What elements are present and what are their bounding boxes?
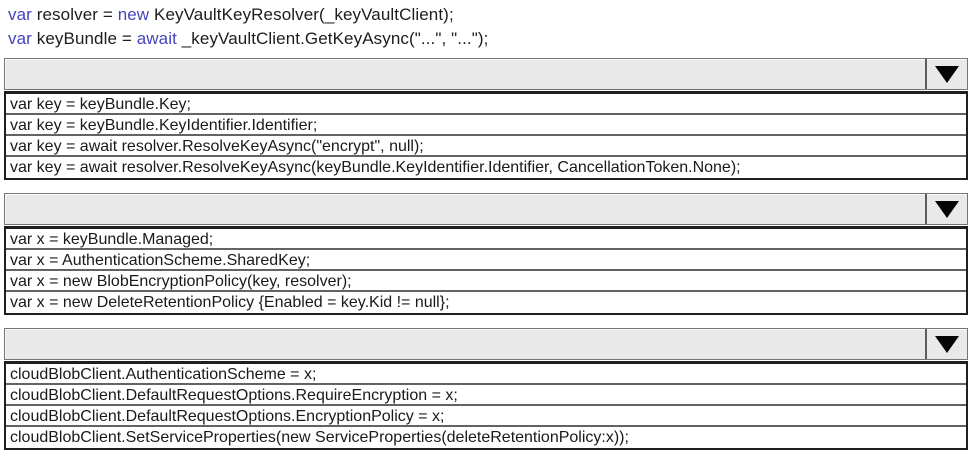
- option-row[interactable]: cloudBlobClient.AuthenticationScheme = x…: [6, 364, 966, 385]
- option-row[interactable]: cloudBlobClient.DefaultRequestOptions.En…: [6, 406, 966, 427]
- option-row[interactable]: var x = new DeleteRetentionPolicy {Enabl…: [10, 294, 450, 311]
- code-snippet: var resolver = new KeyVaultKeyResolver(_…: [0, 3, 973, 51]
- dropdown-arrow-button[interactable]: [925, 59, 967, 89]
- code-text: keyBundle =: [31, 29, 137, 48]
- code-line-2: var keyBundle = await _keyVaultClient.Ge…: [8, 27, 973, 51]
- option-row[interactable]: var x = keyBundle.Managed;: [6, 229, 966, 250]
- dropdown-selected-value: [5, 194, 925, 224]
- section-client-configuration: cloudBlobClient.AuthenticationScheme = x…: [4, 328, 968, 450]
- option-row[interactable]: var x = new BlobEncryptionPolicy(key, re…: [6, 271, 966, 292]
- dropdown-arrow-icon: [935, 65, 959, 83]
- option-row[interactable]: var key = keyBundle.KeyIdentifier.Identi…: [6, 115, 966, 136]
- keyword-new: new: [117, 5, 150, 24]
- section-key-assignment: var key = keyBundle.Key; var key = keyBu…: [4, 58, 968, 180]
- options-list-client-configuration: cloudBlobClient.AuthenticationScheme = x…: [4, 361, 968, 450]
- option-row[interactable]: cloudBlobClient.DefaultRequestOptions.Re…: [6, 385, 966, 406]
- options-list-key-assignment: var key = keyBundle.Key; var key = keyBu…: [4, 91, 968, 180]
- dropdown-arrow-icon: [935, 200, 959, 218]
- keyword-var: var: [8, 5, 32, 24]
- dropdown-arrow-icon: [935, 335, 959, 353]
- options-list-x-assignment: var x = keyBundle.Managed; var x = Authe…: [4, 226, 968, 315]
- option-row[interactable]: var x = AuthenticationScheme.SharedKey;: [6, 250, 966, 271]
- option-row[interactable]: var key = await resolver.ResolveKeyAsync…: [10, 159, 741, 176]
- question-page: var resolver = new KeyVaultKeyResolver(_…: [0, 3, 973, 450]
- section-x-assignment: var x = keyBundle.Managed; var x = Authe…: [4, 193, 968, 315]
- code-text: _keyVaultClient.GetKeyAsync("...", "..."…: [176, 29, 489, 48]
- dropdown-arrow-button[interactable]: [925, 194, 967, 224]
- option-row[interactable]: cloudBlobClient.SetServiceProperties(new…: [10, 429, 629, 446]
- keyword-var: var: [8, 29, 32, 48]
- dropdown-x-assignment[interactable]: [4, 193, 968, 225]
- dropdown-selected-value: [5, 59, 925, 89]
- keyword-await: await: [136, 29, 177, 48]
- code-text: resolver =: [31, 5, 118, 24]
- option-row[interactable]: var key = await resolver.ResolveKeyAsync…: [6, 136, 966, 157]
- code-text: KeyVaultKeyResolver(_keyVaultClient);: [149, 5, 454, 24]
- dropdown-client-configuration[interactable]: [4, 328, 968, 360]
- dropdown-arrow-button[interactable]: [925, 329, 967, 359]
- code-line-1: var resolver = new KeyVaultKeyResolver(_…: [8, 3, 973, 27]
- option-row[interactable]: var key = keyBundle.Key;: [6, 94, 966, 115]
- dropdown-selected-value: [5, 329, 925, 359]
- dropdown-key-assignment[interactable]: [4, 58, 968, 90]
